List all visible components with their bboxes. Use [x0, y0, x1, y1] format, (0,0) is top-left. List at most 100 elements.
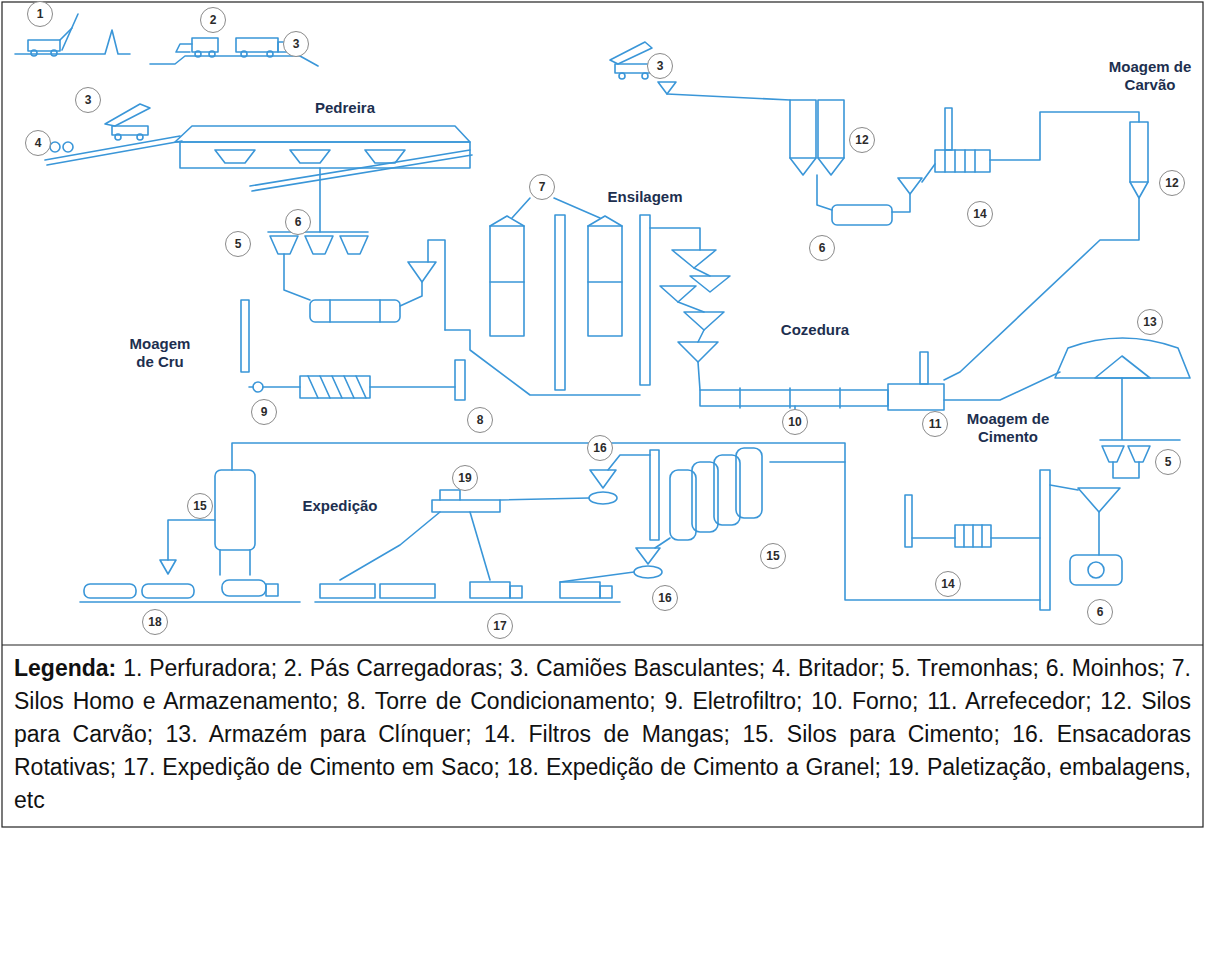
rail: [315, 601, 620, 603]
cyclone: [672, 250, 716, 268]
legend-text: 1. Perfuradora; 2. Pás Carregadoras; 3. …: [14, 655, 1191, 813]
bag-filter: [935, 150, 990, 172]
callout-number: 3: [647, 53, 673, 79]
raw-mill: [310, 300, 400, 322]
bag-conveyor: [500, 498, 634, 582]
cyclone: [660, 286, 696, 302]
filter-hatch: [308, 376, 366, 398]
packer-hopper: [590, 470, 616, 488]
building: [180, 142, 470, 168]
packer-hopper: [636, 548, 660, 564]
palletizer-frame: [440, 490, 460, 500]
truck-cab: [266, 584, 278, 596]
conveyor: [250, 150, 470, 186]
duct: [922, 164, 935, 182]
section-label: Moagem de Carvão: [1102, 57, 1198, 95]
callout-number: 17: [487, 613, 513, 639]
building-roof: [175, 126, 470, 142]
feed-line: [400, 282, 422, 306]
dump-truck: [236, 38, 278, 52]
hopper: [305, 236, 333, 254]
loader-body: [192, 38, 218, 52]
callout-number: 14: [935, 571, 961, 597]
filter-bags: [945, 150, 975, 172]
conveyor: [45, 136, 180, 160]
callout-number: 12: [1159, 170, 1185, 196]
bag-filter: [955, 525, 991, 547]
wheel: [51, 50, 57, 56]
wheel: [267, 51, 273, 57]
wheel: [115, 134, 121, 140]
wheel: [241, 51, 247, 57]
callout-number: 3: [75, 87, 101, 113]
elevator-line: [428, 240, 445, 330]
cyclone: [690, 276, 730, 292]
callout-number: 13: [1137, 309, 1163, 335]
leader-line: [512, 198, 530, 218]
elevator: [1040, 470, 1050, 610]
cooler: [888, 384, 944, 410]
palletizer: [432, 500, 500, 512]
electrofilter: [300, 376, 370, 398]
outer-frame: [2, 2, 1203, 827]
silo-legs: [220, 550, 250, 575]
bulk-silo: [215, 470, 255, 550]
kiln-tyre: [740, 388, 840, 408]
truck-cab: [510, 586, 522, 598]
feed-line: [817, 175, 832, 210]
feed-line: [1113, 462, 1139, 478]
elevator: [650, 450, 659, 540]
rail: [80, 601, 300, 603]
drill-mast: [62, 14, 78, 50]
frame: [2, 2, 1203, 827]
conveyor: [252, 155, 472, 191]
separator-line: [2, 644, 1203, 645]
terrain: [150, 56, 318, 66]
rotary-packer: [634, 566, 662, 578]
legend-paragraph: Legenda:1. Perfuradora; 2. Pás Carregado…: [14, 652, 1191, 817]
legend-heading: Legenda:: [14, 655, 116, 681]
wagon: [320, 584, 375, 598]
callout-number: 8: [467, 407, 493, 433]
callout-number: 5: [1155, 449, 1181, 475]
truck-bed: [610, 42, 652, 64]
rotary-packer: [589, 492, 617, 504]
duct: [650, 228, 700, 250]
wheel: [31, 50, 37, 56]
callout-number: 7: [529, 174, 555, 200]
wheel: [209, 51, 215, 57]
clinker-pile: [1095, 356, 1150, 378]
callout-number: 16: [587, 435, 613, 461]
callout-number: 2: [200, 7, 226, 33]
duct: [892, 194, 910, 212]
silo: [588, 226, 622, 336]
duct: [912, 537, 1040, 539]
callout-number: 1: [27, 1, 53, 27]
callout-number: 16: [652, 585, 678, 611]
section-label: Ensilagem: [604, 187, 685, 207]
silo-cone: [1130, 182, 1148, 198]
duct: [1050, 485, 1078, 490]
tank-wagon: [84, 584, 136, 598]
cement-transport-line: [232, 443, 1040, 600]
coal-silo: [1130, 122, 1148, 182]
crusher-roll: [63, 142, 73, 152]
loader-bucket: [176, 44, 192, 52]
wheel: [619, 73, 625, 79]
crusher-roll: [50, 142, 60, 152]
storage-hopper: [290, 150, 330, 163]
callout-number: 9: [251, 399, 277, 425]
conveyor: [667, 94, 790, 100]
callout-number: 4: [25, 130, 51, 156]
conveyor: [944, 372, 1060, 400]
plant-drawing: [15, 14, 1190, 610]
truck: [560, 582, 600, 598]
cement-mill: [1070, 555, 1122, 585]
tank-wagon: [142, 584, 194, 598]
callout-number: 14: [967, 201, 993, 227]
hopper: [340, 236, 368, 254]
hopper: [658, 82, 676, 94]
drill-brace: [60, 28, 72, 40]
coal-mill: [832, 205, 892, 225]
